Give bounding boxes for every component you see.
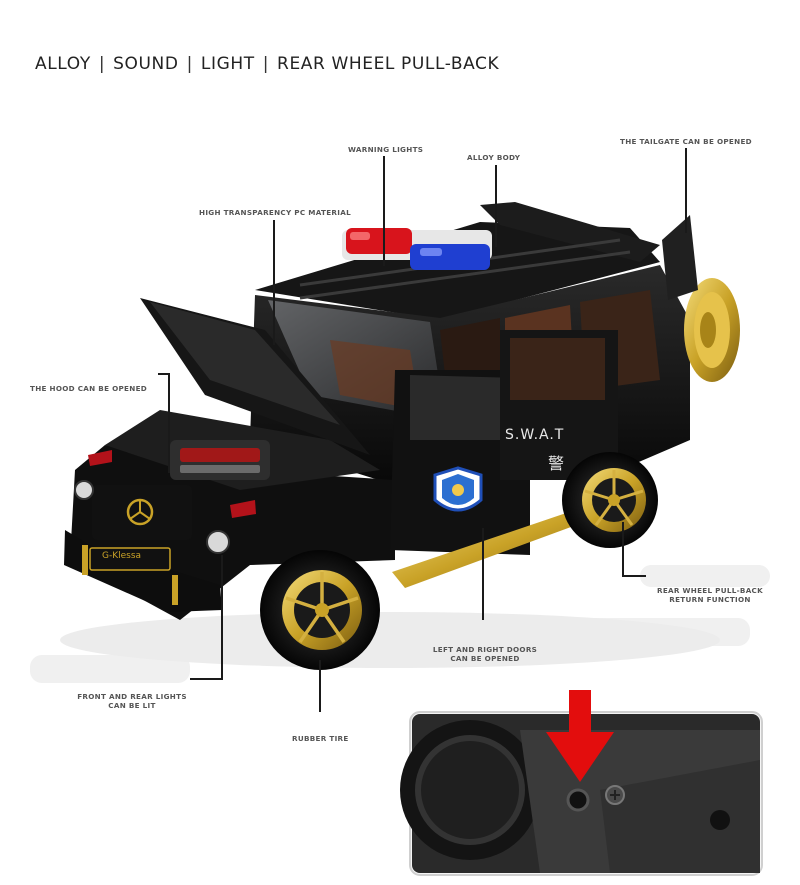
callout-line (482, 528, 484, 620)
callout-line (221, 555, 223, 680)
callout-tailgate: THE TAILGATE CAN BE OPENED (620, 137, 752, 146)
callout-rubber-tire: RUBBER TIRE (292, 734, 349, 743)
callout-rear-wheel-line2: RETURN FUNCTION (669, 595, 751, 604)
callout-line (273, 220, 275, 345)
callout-rear-wheel-line1: REAR WHEEL PULL-BACK (656, 586, 764, 595)
feature-separator: | (186, 54, 193, 74)
callout-line (495, 165, 497, 247)
callout-hood: THE HOOD CAN BE OPENED (30, 384, 148, 393)
feature-separator: | (262, 54, 270, 74)
red-down-arrow-icon (546, 690, 614, 782)
callout-rear-wheel: REAR WHEEL PULL-BACK RETURN FUNCTION (650, 586, 770, 604)
callout-line (685, 148, 687, 233)
license-plate: G-Klessa (102, 551, 142, 561)
feature-separator: | (98, 54, 106, 74)
callout-line (319, 660, 321, 712)
feature-headline: ALLOY | SOUND | LIGHT | REAR WHEEL PULL-BACK (35, 54, 499, 74)
callout-alloy-body: ALLOY BODY (467, 153, 521, 162)
bg-blob (640, 565, 770, 587)
callout-lights: FRONT AND REAR LIGHTS CAN BE LIT (70, 692, 194, 710)
callout-line (190, 678, 222, 680)
feature-light: LIGHT (200, 54, 255, 74)
feature-alloy: ALLOY (35, 54, 91, 74)
callout-doors-line2: CAN BE OPENED (450, 654, 520, 663)
callout-line (158, 373, 170, 375)
police-character-decal: 警 (548, 454, 565, 473)
swat-decal: S.W.A.T (505, 427, 565, 443)
feature-pull-back: REAR WHEEL PULL-BACK (277, 54, 500, 74)
callout-doors-line1: LEFT AND RIGHT DOORS (432, 645, 538, 654)
callout-line (622, 522, 624, 576)
callout-line (168, 373, 170, 473)
callout-lights-line2: CAN BE LIT (108, 701, 156, 710)
callout-line (622, 575, 646, 577)
callout-pc-material: HIGH TRANSPARENCY PC MATERIAL (199, 208, 351, 217)
feature-sound: SOUND (113, 54, 179, 74)
callout-lights-line1: FRONT AND REAR LIGHTS (77, 692, 187, 701)
callout-warning-lights: WARNING LIGHTS (348, 145, 424, 154)
callout-doors: LEFT AND RIGHT DOORS CAN BE OPENED (425, 645, 545, 663)
callout-line (383, 156, 385, 266)
